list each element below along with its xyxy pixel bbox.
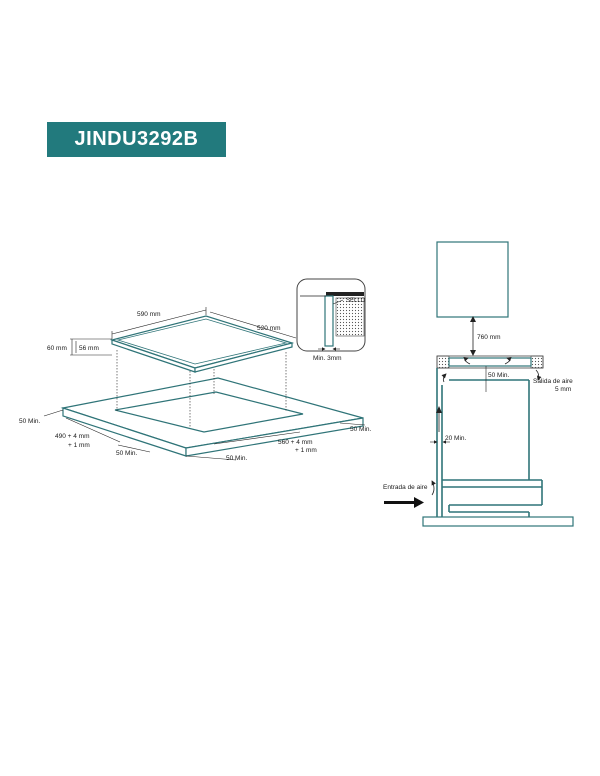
model-title-banner: JINDU3292B — [47, 122, 226, 157]
hob-section — [448, 357, 532, 367]
dim-cut490-line1: 490 + 4 mm — [55, 433, 90, 440]
entrada-label: Entrada de aire — [383, 484, 428, 491]
hob-isometric: 590 mm 520 mm 60 mm 56 mm 50 Min. 490 + … — [19, 307, 372, 462]
dim-min50-right: 50 Min. — [350, 426, 372, 433]
seal-label: SELLO — [346, 298, 366, 304]
dim-min50-bottom-a: 50 Min. — [116, 450, 138, 457]
dim-min3: Min. 3mm — [313, 355, 342, 362]
dim-cut560-line2: + 1 mm — [295, 447, 317, 454]
dim-height-60: 60 mm — [47, 345, 67, 352]
dim-height-56: 56 mm — [79, 345, 99, 352]
hood-box — [436, 241, 509, 318]
countertop — [60, 377, 364, 457]
dim-min50-bottom-b: 50 Min. — [226, 455, 248, 462]
dim-min50-left: 50 Min. — [19, 418, 41, 425]
dim-cut490-line2: + 1 mm — [68, 442, 90, 449]
dim-width-590: 590 mm — [137, 311, 160, 318]
dim-min50-gap: 50 Min. — [488, 372, 510, 379]
air-inlet-arrow — [414, 497, 424, 508]
salida-line1: Salida de aire — [533, 378, 573, 385]
dim-760: 760 mm — [477, 334, 500, 341]
countertop-cutout — [114, 391, 304, 433]
model-title: JINDU3292B — [74, 128, 199, 150]
dim-depth-520: 520 mm — [257, 325, 280, 332]
salida-line2: 5 mm — [555, 386, 571, 393]
dim-cut560-line1: 560 + 4 mm — [278, 439, 313, 446]
dim-min20: 20 Min. — [445, 435, 467, 442]
cabinet-section: 760 mm 50 Min. Salida de aire 5 mm — [383, 241, 574, 527]
cooktop-glass — [109, 315, 295, 373]
seal-detail: SELLO Min. 3mm — [296, 278, 366, 362]
floor-plinth — [422, 516, 574, 527]
